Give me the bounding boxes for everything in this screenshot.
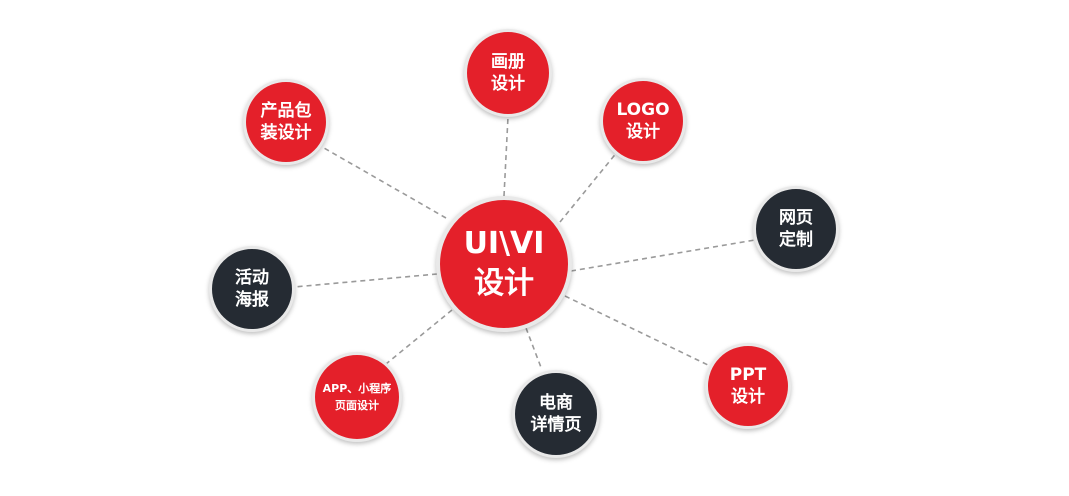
connector-album xyxy=(503,116,509,197)
connector-package xyxy=(323,147,447,219)
node-event-poster: 活动 海报 xyxy=(209,246,295,332)
node-package-label: 产品包 装设计 xyxy=(260,100,312,143)
connector-web xyxy=(570,239,756,272)
node-album-design: 画册 设计 xyxy=(464,29,552,117)
node-event-label: 活动 海报 xyxy=(235,267,269,310)
connector-event xyxy=(293,273,438,288)
node-ecom-label: 电商 详情页 xyxy=(530,392,582,435)
connector-ppt xyxy=(564,295,711,367)
connector-app xyxy=(385,309,453,365)
node-web-label: 网页 定制 xyxy=(779,207,813,250)
node-ppt-label: PPT 设计 xyxy=(729,364,767,407)
center-node-ui-vi-design: UI\VI 设计 xyxy=(436,196,572,332)
node-logo-design: LOGO 设计 xyxy=(600,78,686,164)
center-node-label: UI\VI 设计 xyxy=(463,225,545,302)
node-app-label: APP、小程序 页面设计 xyxy=(322,381,392,412)
connector-ecom xyxy=(525,327,543,371)
node-web-custom: 网页 定制 xyxy=(753,186,839,272)
node-package-design: 产品包 装设计 xyxy=(243,79,329,165)
node-app-miniprogram-design: APP、小程序 页面设计 xyxy=(312,352,402,442)
connector-logo xyxy=(559,150,619,223)
node-album-label: 画册 设计 xyxy=(491,51,525,94)
node-ppt-design: PPT 设计 xyxy=(705,343,791,429)
node-logo-label: LOGO 设计 xyxy=(616,99,670,142)
node-ecommerce-detail-page: 电商 详情页 xyxy=(512,370,600,458)
